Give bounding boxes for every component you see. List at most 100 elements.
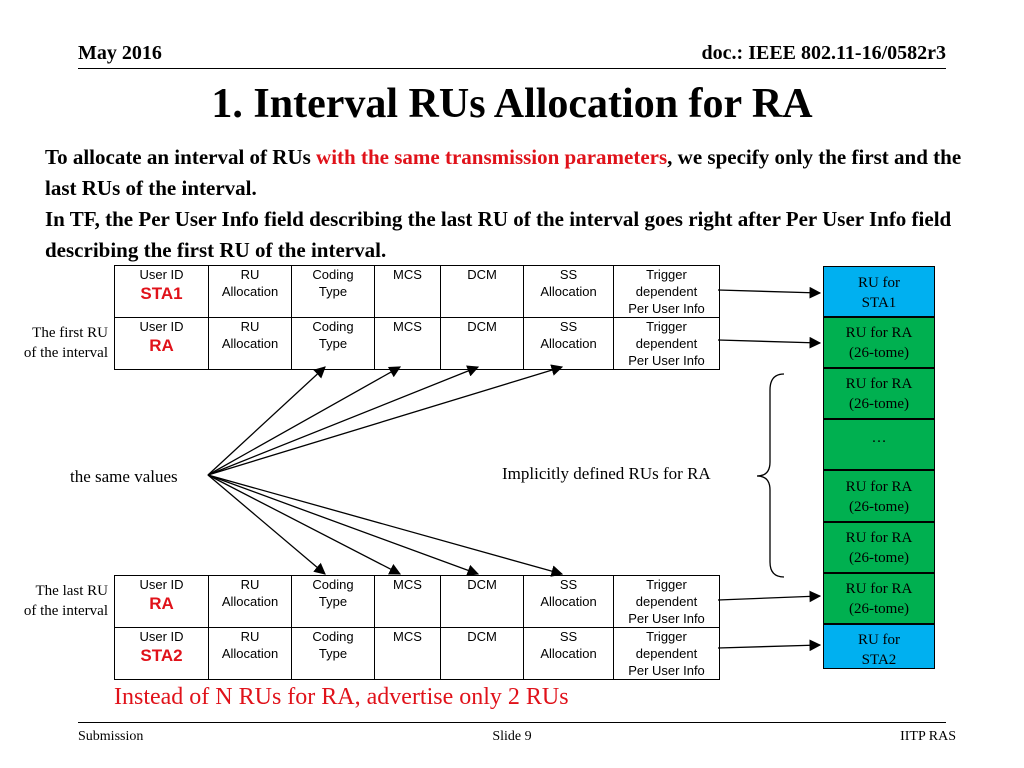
field-label: MCS [393, 267, 422, 282]
arrow-same-dcm-top [207, 365, 480, 476]
field-label: Per User Info [628, 353, 705, 368]
user-id-value: RA [149, 336, 174, 355]
ru-block-ellipsis: … [823, 419, 935, 470]
field-label: Allocation [540, 284, 597, 299]
slide-title: 1. Interval RUs Allocation for RA [211, 81, 813, 127]
ru-allocation-cell: RU Allocation [208, 317, 292, 370]
field-label: dependent [635, 284, 698, 299]
field-label: User ID [139, 319, 184, 334]
field-label: Allocation [221, 646, 279, 661]
field-label: dependent [635, 594, 698, 609]
field-label: Type [318, 284, 348, 299]
footer-submission: Submission [78, 729, 144, 744]
field-label: User ID [139, 629, 184, 644]
field-label: MCS [393, 319, 422, 334]
footer-org: IITP RAS [900, 729, 956, 744]
field-label: Type [318, 646, 348, 661]
arrow-same-coding-top [207, 366, 326, 476]
field-label: Allocation [540, 336, 597, 351]
field-label: Per User Info [628, 663, 705, 678]
body-text: To allocate an interval of RUs with the … [45, 142, 985, 266]
field-label: SS [559, 577, 578, 592]
ru-block-ra: RU for RA(26-tome) [823, 522, 935, 573]
field-label: DCM [467, 267, 497, 282]
field-label: Allocation [540, 646, 597, 661]
field-label: DCM [467, 629, 497, 644]
field-label: Trigger [646, 577, 687, 592]
field-label: Allocation [221, 594, 279, 609]
footer-rule [78, 722, 946, 723]
field-label: Type [318, 336, 348, 351]
ss-allocation-cell: SS Allocation [523, 627, 614, 680]
field-label: Type [318, 594, 348, 609]
field-label: Trigger [646, 629, 687, 644]
paragraph-2: In TF, the Per User Info field describin… [45, 207, 952, 262]
field-label: RU [240, 319, 260, 334]
mcs-cell: MCS [374, 265, 441, 318]
last-ru-label-line1: The last RU [35, 583, 109, 599]
same-values-label: the same values [70, 467, 178, 486]
field-label: DCM [467, 577, 497, 592]
field-label: Coding [312, 319, 354, 334]
field-label: Coding [312, 267, 354, 282]
field-label: SS [559, 319, 578, 334]
field-label: MCS [393, 577, 422, 592]
arrow-same-dcm-bottom [207, 474, 480, 576]
first-ru-label: The first RU of the interval [0, 323, 108, 363]
field-label: Allocation [221, 336, 279, 351]
field-label: SS [559, 267, 578, 282]
ru-block-ra: RU for RA(26-tome) [823, 317, 935, 368]
user-id-value: STA1 [140, 284, 183, 303]
arrow-sta1-to-ru [717, 286, 822, 299]
p1-text-b: , we specify only the first and the last… [45, 145, 962, 200]
p1-text-highlight: with the same transmission parameters [316, 145, 668, 169]
bottom-note: Instead of N RUs for RA, advertise only … [114, 684, 569, 710]
mcs-cell: MCS [374, 317, 441, 370]
ru-block-ra: RU for RA(26-tome) [823, 470, 935, 522]
user-id-value: RA [149, 594, 174, 613]
field-label: dependent [635, 336, 698, 351]
field-label: RU [240, 577, 260, 592]
last-ru-label: The last RU of the interval [0, 581, 108, 621]
ru-block-ra: RU for RA(26-tome) [823, 368, 935, 419]
dcm-cell: DCM [440, 627, 524, 680]
arrow-same-ss-top [207, 364, 564, 476]
last-ru-label-line2: of the interval [23, 603, 108, 619]
field-label: Trigger [646, 319, 687, 334]
ru-allocation-cell: RU Allocation [208, 575, 292, 628]
dcm-cell: DCM [440, 265, 524, 318]
paragraph-1: To allocate an interval of RUs with the … [45, 142, 985, 204]
field-label: User ID [139, 577, 184, 592]
field-label: RU [240, 267, 260, 282]
footer-slide-number: Slide 9 [492, 729, 532, 744]
field-label: DCM [467, 319, 497, 334]
field-label: MCS [393, 629, 422, 644]
header-date: May 2016 [78, 42, 162, 64]
dcm-cell: DCM [440, 317, 524, 370]
implicit-rus-label: Implicitly defined RUs for RA [502, 464, 711, 483]
field-label: SS [559, 629, 578, 644]
arrow-same-mcs-top [207, 366, 402, 476]
user-id-cell: User ID RA [114, 317, 209, 370]
brace-implicit-rus [756, 373, 785, 578]
arrow-sta2-to-ru [717, 639, 822, 652]
mcs-cell: MCS [374, 627, 441, 680]
